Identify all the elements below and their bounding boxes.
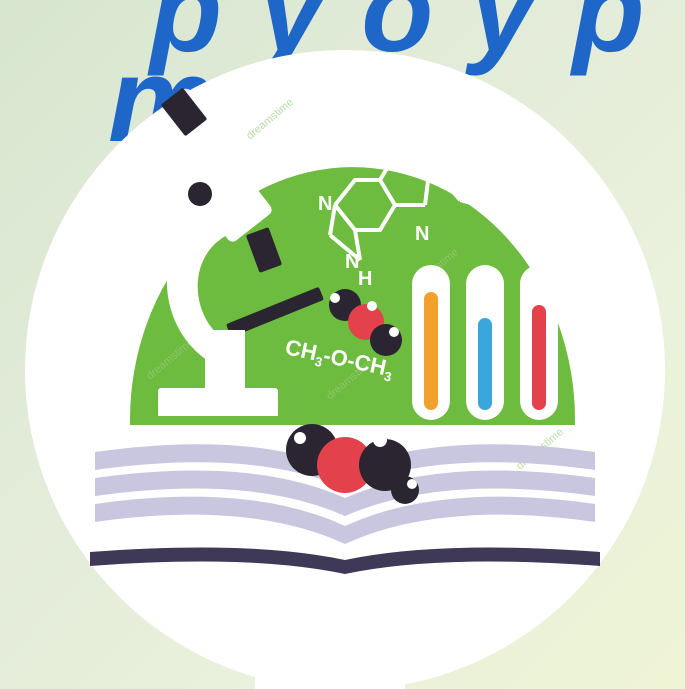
formula-sub2: 3 xyxy=(383,368,393,384)
label-nh2-sub: 2 xyxy=(526,207,533,221)
molecule-structure xyxy=(328,124,496,262)
microscope-icon xyxy=(158,88,324,416)
test-tube-orange xyxy=(412,265,450,420)
label-n-left: N xyxy=(318,193,332,215)
molecule-large-icon xyxy=(286,424,419,504)
molecule-labels: O NH NH 2 N N N H xyxy=(318,113,533,290)
open-book-icon xyxy=(90,444,600,574)
test-tube-blue xyxy=(466,265,504,420)
label-n-right: N xyxy=(415,223,429,245)
bottom-strip xyxy=(255,676,405,689)
test-tube-red xyxy=(520,265,558,420)
label-nh: NH xyxy=(435,153,464,175)
label-h: H xyxy=(358,268,372,290)
label-n-bottom: N xyxy=(345,251,359,273)
test-tubes-icon xyxy=(412,265,558,420)
label-nh2: NH xyxy=(492,195,521,217)
label-o: O xyxy=(372,113,388,135)
molecule-icon xyxy=(329,289,402,356)
formula-sub1: 3 xyxy=(313,354,323,370)
